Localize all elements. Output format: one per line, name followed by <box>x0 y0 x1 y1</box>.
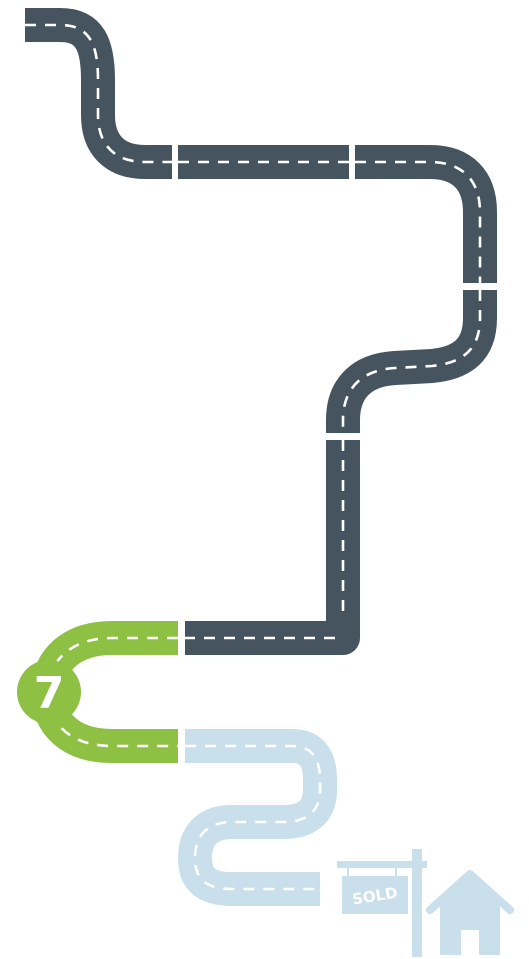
step-marker: 7 <box>17 660 81 724</box>
house-icon <box>430 874 510 955</box>
step-number: 7 <box>34 668 65 719</box>
sold-sign-icon: SOLD <box>337 849 427 957</box>
upcoming-road <box>185 746 320 889</box>
completed-road <box>25 25 480 638</box>
